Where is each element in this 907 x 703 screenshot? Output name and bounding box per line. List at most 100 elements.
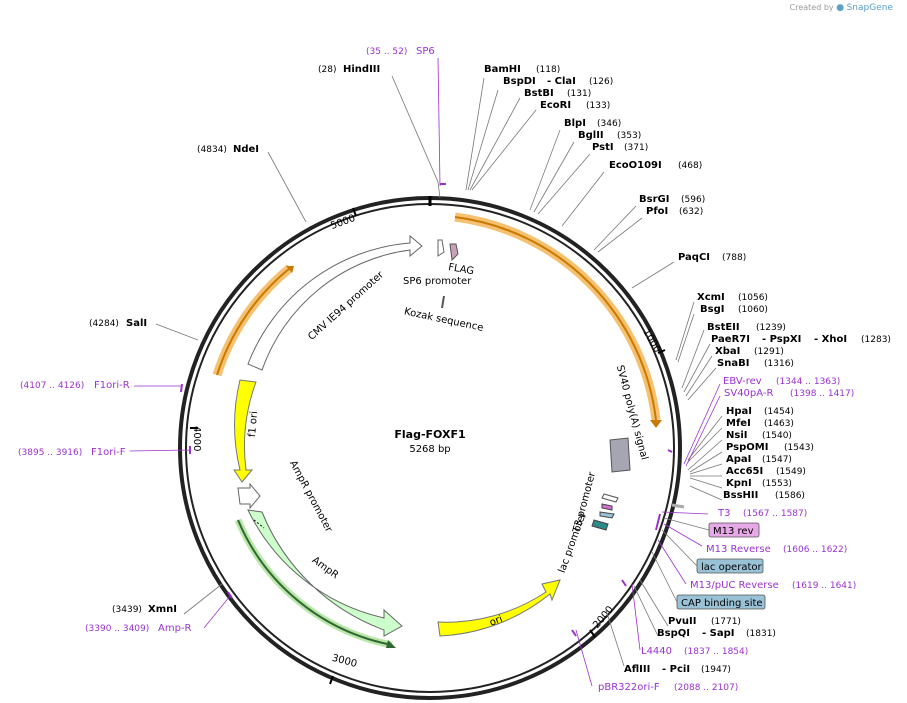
primer-f1ori-f: F1ori-F <box>91 447 126 458</box>
site-paqci: PaqCI <box>678 252 710 263</box>
ampr-promoter-arrow <box>237 482 261 510</box>
flag-label: FLAG <box>447 262 474 277</box>
primer-t3-pos: (1567 .. 1587) <box>743 509 807 519</box>
tick-4000: 4000 <box>191 426 202 451</box>
credit-label: Created by ● SnapGene <box>790 3 893 13</box>
site-acc65i: Acc65I <box>726 466 763 477</box>
site-ecoo109i-pos: (468) <box>678 161 702 171</box>
primer-m13-reverse-pos: (1606 .. 1622) <box>783 545 847 555</box>
plasmid-size: 5268 bp <box>409 444 450 455</box>
site-bstbi-pos: (131) <box>567 89 591 99</box>
site-xhoi-pos: (1283) <box>861 335 891 345</box>
site-nsii: NsiI <box>726 430 747 441</box>
ampr-arrow <box>247 509 403 637</box>
site-acc65i-pos: (1549) <box>776 467 806 477</box>
tick-marks <box>190 207 666 685</box>
site-leader-lines <box>155 75 723 667</box>
kozak-mark <box>441 295 445 309</box>
f1-ori-arrow <box>233 379 257 483</box>
site-xcmi-pos: (1056) <box>738 293 768 303</box>
site-nsii-pos: (1540) <box>762 431 792 441</box>
site-paqci-pos: (788) <box>722 253 746 263</box>
site-ecoo109i: EcoO109I <box>609 160 662 171</box>
sp6-promoter-label: SP6 promoter <box>403 276 472 287</box>
cmv-arc-arrowhead <box>286 266 294 273</box>
snapgene-logo: ● <box>836 3 845 13</box>
site-pspxi: - PspXI <box>762 334 801 345</box>
site-apai-pos: (1547) <box>762 455 792 465</box>
site-snabi: SnaBI <box>717 358 749 369</box>
primer-pbr322ori-f: pBR322ori-F <box>598 682 660 693</box>
ampr-outer-core <box>237 519 393 646</box>
site-bspdi: BspDI <box>503 76 536 87</box>
primer-sp6: SP6 <box>416 46 435 57</box>
primer-leader-lines <box>129 57 721 687</box>
primer-t3: T3 <box>717 508 730 519</box>
site-bsgi: BsgI <box>700 304 724 315</box>
dense-site-marks <box>671 503 685 509</box>
m13rev-shape <box>601 503 613 511</box>
site-apai: ApaI <box>726 454 751 465</box>
site-ecori: EcoRI <box>540 100 571 111</box>
site-sapi-pos: (1831) <box>746 629 776 639</box>
site-xcmi: XcmI <box>697 292 725 303</box>
site-kpni: KpnI <box>726 478 752 489</box>
site-xmni-pos: (3439) <box>112 605 142 615</box>
site-sali: SalI <box>126 318 147 329</box>
site-hpai: HpaI <box>726 406 752 417</box>
site-xbai-pos: (1291) <box>754 347 784 357</box>
site-pcii-pos: (1947) <box>701 665 731 675</box>
primer-m13puc-reverse-pos: (1619 .. 1641) <box>792 581 856 591</box>
primer-l4440-pos: (1837 .. 1854) <box>684 647 748 657</box>
primer-ebv-rev-pos: (1344 .. 1363) <box>776 377 840 387</box>
cds-arc-core <box>454 216 657 421</box>
site-bstbi: BstBI <box>524 88 554 99</box>
site-pfoi: PfoI <box>646 206 668 217</box>
sp6-promoter-shape <box>437 239 445 257</box>
site-paer7i: PaeR7I <box>711 334 750 345</box>
primer-pbr322ori-f-pos: (2088 .. 2107) <box>674 683 738 693</box>
site-clai-pos: (126) <box>589 77 613 87</box>
primer-f1ori-f-pos: (3895 .. 3916) <box>18 448 82 458</box>
site-bamhi: BamHI <box>484 64 521 75</box>
lac-promoter-label: lac promoter <box>557 510 590 575</box>
site-bsteii: BstEII <box>707 322 740 333</box>
site-pspomi: PspOMI <box>726 442 768 453</box>
ampr-label: AmpR <box>310 555 341 581</box>
sv40-polya-shape <box>609 437 631 473</box>
site-sali-pos: (4284) <box>89 319 119 329</box>
site-kpni-pos: (1553) <box>762 479 792 489</box>
credit-brand: SnapGene <box>846 3 893 13</box>
box-cap-binding-site: CAP binding site <box>681 598 763 609</box>
f1-ori-label: f1 ori <box>247 411 260 438</box>
site-blpi-pos: (346) <box>597 119 621 129</box>
site-bsrgi: BsrGI <box>639 194 669 205</box>
site-sapi: - SapI <box>702 628 734 639</box>
ori-label: ori <box>488 614 504 629</box>
tick-1000: 1000 <box>640 327 662 355</box>
site-pvuii-pos: (1771) <box>711 617 741 627</box>
site-labels: (28) HindIII (4834) NdeI BamHI (118) Bsp… <box>89 64 891 675</box>
site-mfei: MfeI <box>726 418 751 429</box>
boxed-labels: M13 rev lac operator CAP binding site <box>651 517 766 610</box>
ori-arrow <box>437 579 561 637</box>
site-bsgi-pos: (1060) <box>738 305 768 315</box>
primer-m13-reverse: M13 Reverse <box>706 544 771 555</box>
site-blpi: BlpI <box>564 118 586 129</box>
site-pvuii: PvuII <box>668 616 696 627</box>
site-snabi-pos: (1316) <box>764 359 794 369</box>
site-bsrgi-pos: (596) <box>681 195 705 205</box>
site-bsteii-pos: (1239) <box>756 323 786 333</box>
site-pfoi-pos: (632) <box>679 207 703 217</box>
tick-3000: 3000 <box>331 653 358 670</box>
site-pspomi-pos: (1543) <box>784 443 814 453</box>
site-xhoi: - XhoI <box>814 334 847 345</box>
ampr-promoter-label: AmpR promoter <box>287 459 334 535</box>
site-bsshii-pos: (1586) <box>775 491 805 501</box>
t3-promoter-shape <box>601 493 619 503</box>
box-lac-operator: lac operator <box>701 562 762 573</box>
primer-marks <box>180 183 673 637</box>
site-mfei-pos: (1463) <box>764 419 794 429</box>
cmv-promoter-arrow <box>247 234 423 371</box>
primer-f1ori-r: F1ori-R <box>94 380 130 391</box>
